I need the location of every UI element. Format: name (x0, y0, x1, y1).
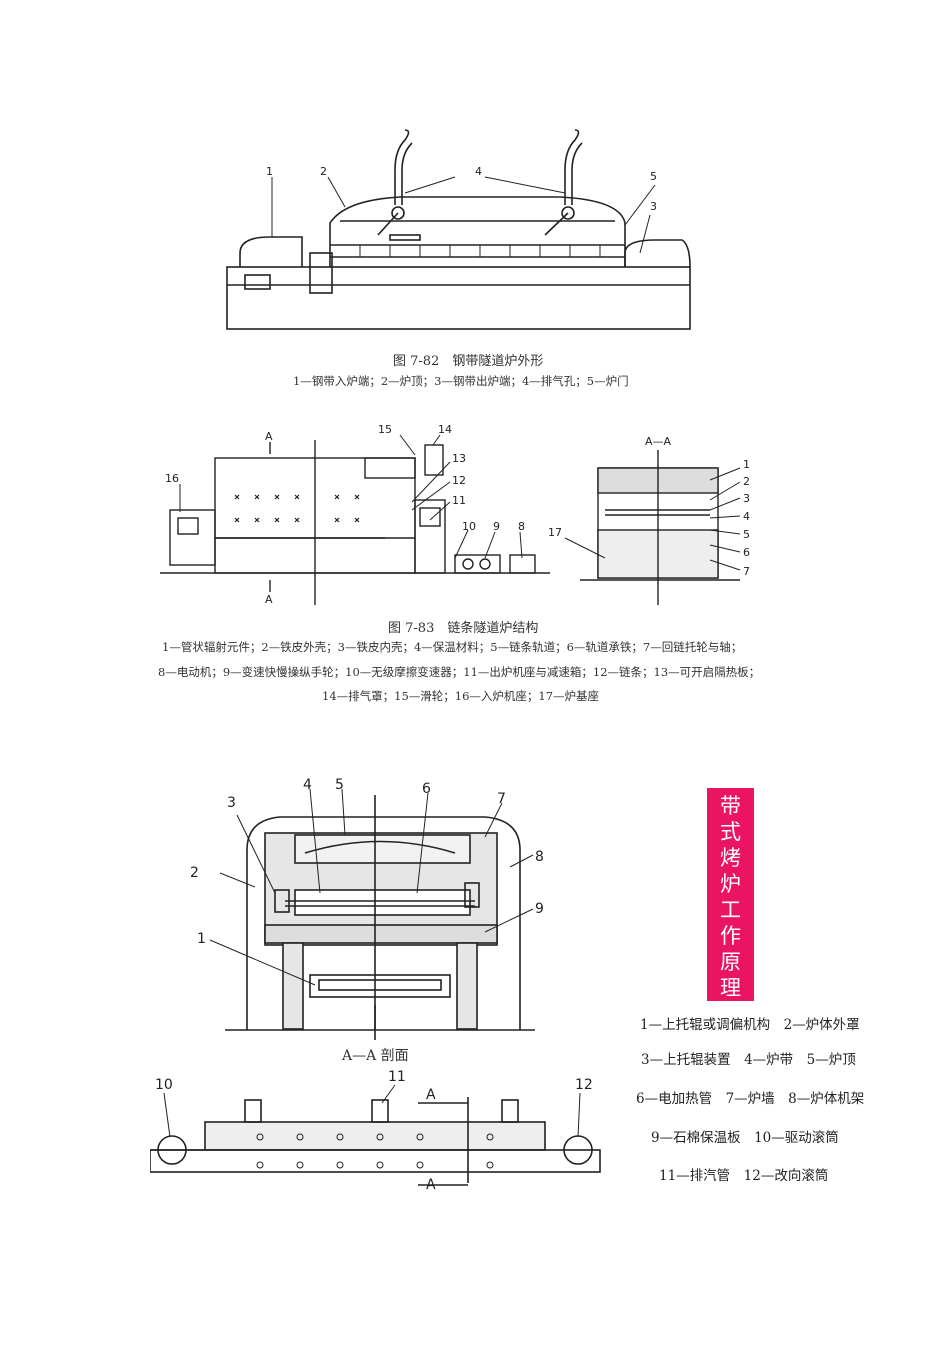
fig83-sec-label-7: 7 (743, 565, 750, 578)
fig83-label-10: 10 (462, 520, 476, 533)
belt-oven-side-drawing: 10 11 12 A A (150, 1069, 601, 1193)
fig83-section-label: A—A (645, 435, 672, 448)
title-char: 作 (720, 924, 741, 948)
fig83-label-9: 9 (493, 520, 500, 533)
belt-legend-line-5: 11—排汽管 12—改向滚筒 (659, 1168, 829, 1184)
belt-label-1: 1 (197, 931, 206, 947)
belt-legend-line-3: 6—电加热管 7—炉墙 8—炉体机架 (636, 1091, 865, 1107)
belt-label-12: 12 (575, 1077, 593, 1093)
fig82-legend: 1—钢带入炉端；2—炉顶；3—钢带出炉端；4—排气孔；5—炉门 (293, 374, 629, 388)
belt-cut-a-top: A (426, 1087, 436, 1103)
belt-label-5: 5 (335, 777, 344, 793)
fig83-legend-line-3: 14—排气罩；15—滑轮；16—入炉机座；17—炉基座 (322, 689, 600, 703)
belt-label-6: 6 (422, 781, 431, 797)
fig83-label-8: 8 (518, 520, 525, 533)
fig83-caption: 图 7-83 链条隧道炉结构 (388, 621, 539, 636)
fig83-sec-label-4: 4 (743, 510, 750, 523)
fig83-label-11: 11 (452, 494, 466, 507)
belt-legend-line-1: 1—上托辊或调偏机构 2—炉体外罩 (640, 1017, 860, 1033)
belt-oven-title-box: 带 式 烤 炉 工 作 原 理 (707, 788, 754, 1001)
belt-label-9: 9 (535, 901, 544, 917)
belt-section-caption: A—A 剖面 (342, 1048, 409, 1064)
fig82-label-3: 3 (650, 200, 657, 213)
fig82-label-1: 1 (266, 165, 273, 178)
fig83-label-12: 12 (452, 474, 466, 487)
fig83-sec-label-2: 2 (743, 475, 750, 488)
belt-label-2: 2 (190, 865, 199, 881)
fig82-label-4: 4 (475, 165, 482, 178)
fig83-legend-line-2: 8—电动机；9—变速快慢操纵手轮；10—无级摩擦变速器；11—出炉机座与减速箱；… (158, 665, 761, 679)
belt-label-8: 8 (535, 849, 544, 865)
figure-7-82-drawing: 1 2 4 5 3 (226, 129, 691, 330)
fig83-sec-label-3: 3 (743, 492, 750, 505)
title-char: 烤 (720, 846, 741, 870)
fig83-sec-label-5: 5 (743, 528, 750, 541)
belt-label-3: 3 (227, 795, 236, 811)
fig83-legend-line-1: 1—管状辐射元件；2—铁皮外壳；3—铁皮内壳；4—保温材料；5—链条轨道；6—轨… (162, 640, 743, 654)
title-char: 理 (720, 976, 741, 1000)
fig83-cut-a-bottom: A (265, 593, 273, 606)
belt-label-11: 11 (388, 1069, 406, 1085)
fig83-sec-label-6: 6 (743, 546, 750, 559)
fig83-label-15: 15 (378, 423, 392, 436)
belt-legend-line-2: 3—上托辊装置 4—炉带 5—炉顶 (641, 1052, 856, 1068)
fig83-label-17: 17 (548, 526, 562, 539)
belt-label-7: 7 (497, 791, 506, 807)
fig83-label-13: 13 (452, 452, 466, 465)
title-char: 工 (720, 898, 741, 922)
fig82-caption: 图 7-82 钢带隧道炉外形 (393, 354, 544, 369)
belt-cut-a-bottom: A (426, 1177, 436, 1193)
belt-oven-section-drawing: 3 4 5 6 7 2 8 9 1 (190, 777, 544, 1040)
fig83-cut-a-top: A (265, 430, 273, 443)
title-char: 式 (720, 820, 741, 844)
belt-legend-line-4: 9—石棉保温板 10—驱动滚筒 (651, 1130, 839, 1146)
title-char: 带 (720, 794, 741, 818)
title-char: 炉 (720, 872, 741, 896)
fig82-label-5: 5 (650, 170, 657, 183)
belt-label-4: 4 (303, 777, 312, 793)
fig83-label-16: 16 (165, 472, 179, 485)
fig83-label-14: 14 (438, 423, 452, 436)
title-char: 原 (720, 950, 741, 974)
fig82-label-2: 2 (320, 165, 327, 178)
fig83-sec-label-1: 1 (743, 458, 750, 471)
figure-7-83-drawing: 16 15 14 13 12 11 10 9 8 A A A—A 17 1 2 … (160, 423, 750, 606)
belt-label-10: 10 (155, 1077, 173, 1093)
